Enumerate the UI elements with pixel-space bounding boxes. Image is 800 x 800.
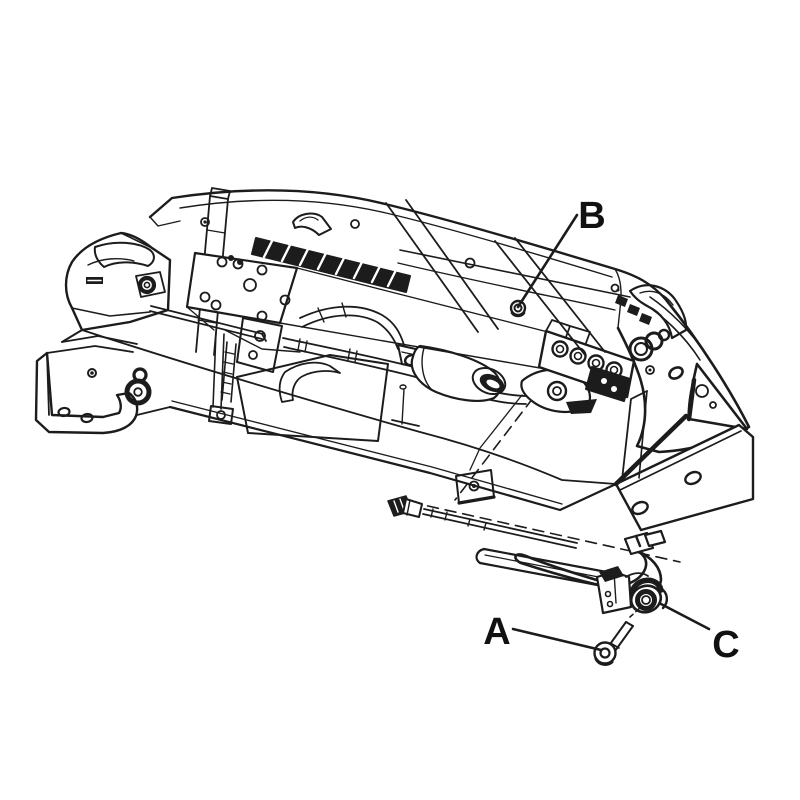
valve-block (537, 319, 671, 402)
ribbed-actuator-strip (251, 237, 411, 293)
machine-illustration (34, 187, 755, 532)
mounting-bolt (593, 621, 634, 666)
harness-connector-left (387, 495, 423, 518)
foot-bracket (455, 469, 496, 505)
hull-top-edge (148, 189, 669, 303)
left-linkage (124, 271, 301, 425)
callout-b-label: B (578, 195, 605, 237)
clevis-yoke (469, 365, 601, 471)
mounting-bracket-left (34, 345, 139, 435)
callout-a-leader (511, 627, 603, 652)
callout-b-leader (516, 213, 579, 309)
sensor-rod (422, 508, 578, 549)
central-valve-plate (185, 251, 299, 373)
callout-c-leader (659, 602, 711, 631)
deck-straps (279, 199, 606, 369)
gooseneck-arm (628, 284, 688, 340)
screw-b-target (509, 299, 527, 318)
harness-connector-right (623, 529, 667, 556)
sensor-tube (475, 547, 614, 589)
bottom-right-plate (613, 390, 755, 532)
callouts: A B C (483, 195, 739, 666)
hydraulic-cylinder (410, 344, 507, 402)
projection-dash-lines (409, 397, 681, 563)
callout-c-label: C (712, 624, 739, 666)
cover-panel (236, 354, 420, 442)
deck-skirt (81, 329, 618, 512)
right-fin-panel (614, 268, 751, 454)
sensor-eyelet (629, 577, 668, 614)
deck-screws (200, 217, 620, 505)
bolt-alignment-dashes (629, 605, 643, 618)
callout-a-label: A (483, 611, 510, 653)
sensor-assembly (387, 495, 668, 666)
left-housing (61, 231, 172, 345)
